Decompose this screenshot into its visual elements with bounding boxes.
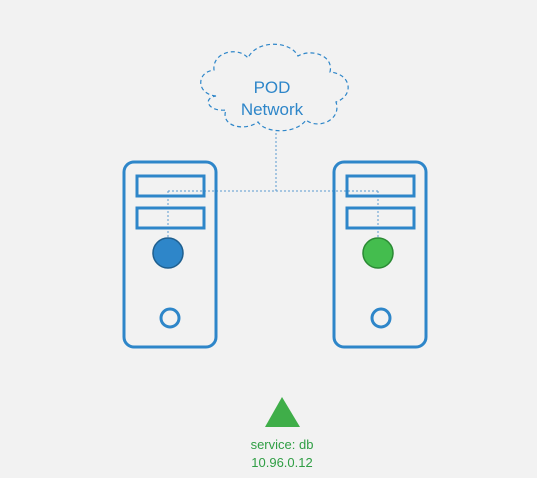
cloud-outline <box>200 43 349 132</box>
server-node-2 <box>332 160 428 349</box>
service-name: service: db <box>251 437 314 452</box>
power-button-icon <box>159 307 181 329</box>
pod-circle <box>152 237 184 269</box>
server-case <box>122 160 218 349</box>
service-db: service: db 10.96.0.12 <box>251 397 314 470</box>
cloud-label-line2: Network <box>241 100 304 119</box>
drive-bay-1 <box>345 174 416 198</box>
power-button-icon <box>370 307 392 329</box>
pod-network-cloud: POD Network <box>200 43 349 132</box>
server-node-1 <box>122 160 218 349</box>
cloud-label-line1: POD <box>254 78 291 97</box>
service-ip: 10.96.0.12 <box>251 455 312 470</box>
network-connectors <box>167 133 379 238</box>
pod-circle <box>362 237 394 269</box>
drive-bay-1 <box>135 174 206 198</box>
service-triangle-icon <box>265 397 300 427</box>
drive-bay-2 <box>345 206 416 230</box>
drive-bay-2 <box>135 206 206 230</box>
server-case <box>332 160 428 349</box>
